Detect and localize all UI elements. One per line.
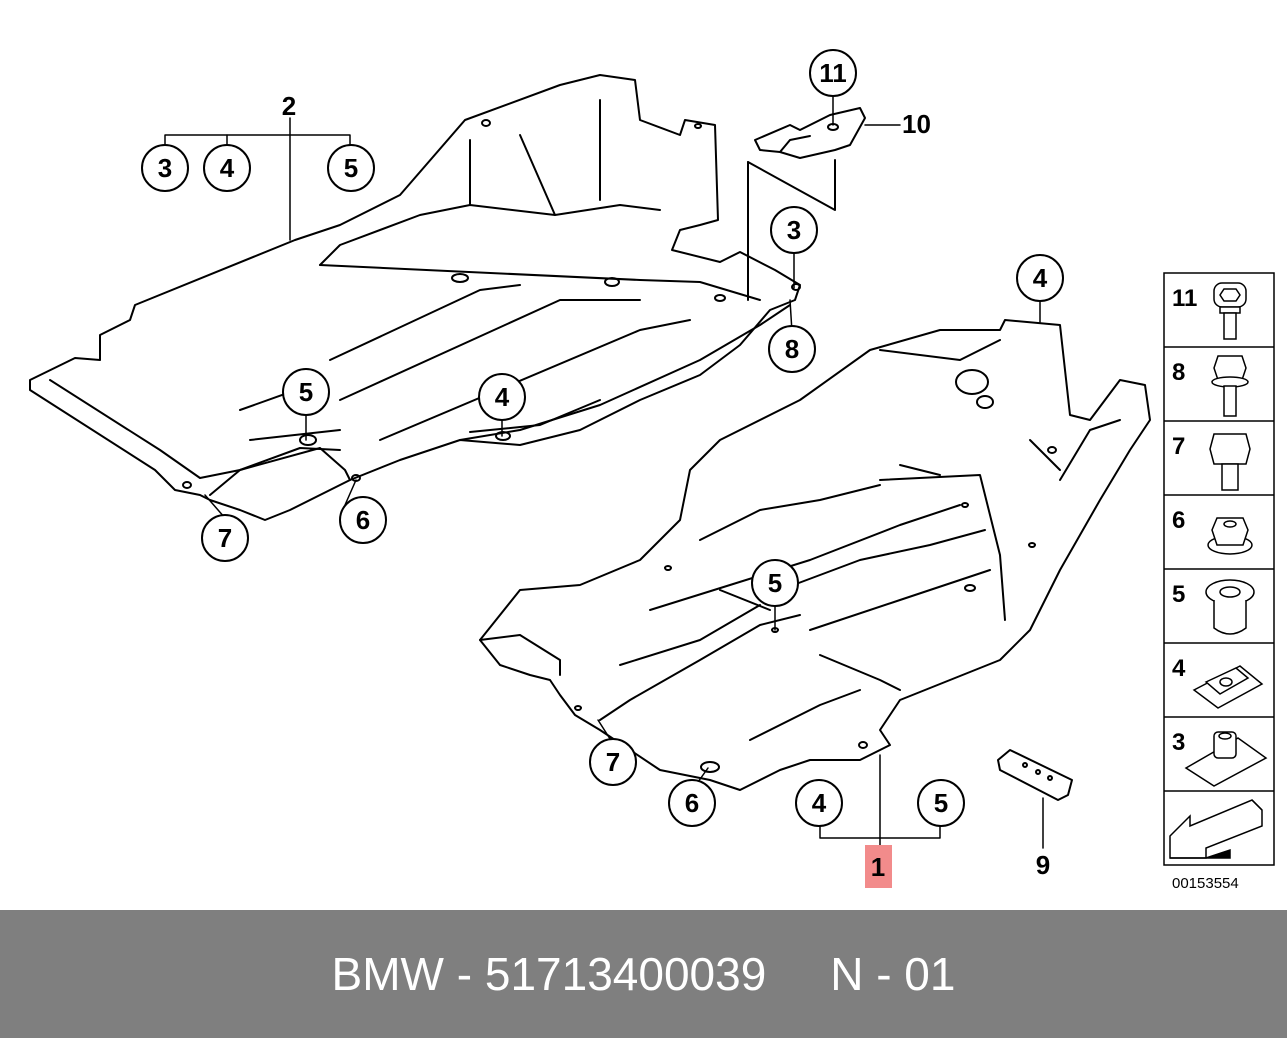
svg-text:6: 6 xyxy=(1172,507,1185,534)
callout-3-right: 3 xyxy=(770,206,818,254)
svg-text:4: 4 xyxy=(220,153,235,183)
legend-direction-arrow-icon xyxy=(1169,799,1263,859)
svg-text:5: 5 xyxy=(299,377,313,407)
grommet-icon xyxy=(1205,579,1255,635)
speed-nut-icon xyxy=(1192,665,1264,709)
legend-item-8: 8 xyxy=(1172,355,1249,417)
svg-text:4: 4 xyxy=(1033,263,1048,293)
callout-4-lower-top: 4 xyxy=(1016,254,1064,302)
svg-text:3: 3 xyxy=(158,153,172,183)
svg-text:4: 4 xyxy=(495,382,510,412)
svg-text:8: 8 xyxy=(785,334,799,364)
variant-code: N - 01 xyxy=(830,948,956,1000)
legend-item-11: 11 xyxy=(1172,282,1247,340)
document-number: 00153554 xyxy=(1172,875,1239,892)
legend-item-3: 3 xyxy=(1172,729,1268,787)
callout-7-lower: 7 xyxy=(589,738,637,786)
callout-5: 5 xyxy=(327,144,375,192)
callout-5-lower: 5 xyxy=(917,779,965,827)
separator: - xyxy=(443,948,485,1000)
bracket-part-10 xyxy=(747,107,866,301)
part-info-footer: BMW - 51713400039 N - 01 xyxy=(0,910,1287,1038)
svg-text:3: 3 xyxy=(787,215,801,245)
svg-text:6: 6 xyxy=(356,505,370,535)
callout-6-lower: 6 xyxy=(668,779,716,827)
callout-10: 10 xyxy=(902,109,931,139)
legend-item-5: 5 xyxy=(1172,579,1255,635)
part-number: 51713400039 xyxy=(484,948,767,1000)
svg-text:6: 6 xyxy=(685,788,699,818)
svg-text:3: 3 xyxy=(1172,729,1185,756)
callout-4: 4 xyxy=(203,144,251,192)
legend-item-6: 6 xyxy=(1172,507,1253,555)
svg-text:10: 10 xyxy=(902,109,931,139)
hex-socket-bolt-icon xyxy=(1213,282,1247,340)
svg-text:2: 2 xyxy=(282,91,296,121)
callout-1-highlighted[interactable]: 1 xyxy=(865,845,892,888)
svg-text:5: 5 xyxy=(344,153,358,183)
callout-5-upper-shield: 5 xyxy=(282,368,330,416)
callout-9: 9 xyxy=(1036,850,1050,880)
svg-text:5: 5 xyxy=(1172,581,1185,608)
callout-4-upper-shield: 4 xyxy=(478,373,526,421)
callout-7-upper: 7 xyxy=(201,514,249,562)
parts-diagram: 2 3 4 5 5 4 7 6 3 8 11 10 xyxy=(29,49,1275,892)
legend-item-7: 7 xyxy=(1172,433,1251,491)
hex-bolt-icon xyxy=(1209,433,1251,491)
callout-11: 11 xyxy=(809,49,857,97)
flange-nut-icon xyxy=(1207,517,1253,555)
svg-text:5: 5 xyxy=(934,788,948,818)
svg-text:7: 7 xyxy=(606,747,620,777)
callout-8: 8 xyxy=(768,325,816,373)
svg-text:4: 4 xyxy=(812,788,827,818)
spacer xyxy=(766,947,830,1001)
lower-underbody-shield xyxy=(479,319,1151,791)
callout-4-lower: 4 xyxy=(795,779,843,827)
svg-text:4: 4 xyxy=(1172,655,1186,682)
legend-item-4: 4 xyxy=(1172,655,1264,709)
callout-2: 2 xyxy=(282,91,296,121)
svg-text:5: 5 xyxy=(768,568,782,598)
hex-flange-bolt-icon xyxy=(1211,355,1249,417)
bracket-part-9 xyxy=(997,749,1073,801)
clip-nut-icon xyxy=(1184,731,1268,787)
svg-text:11: 11 xyxy=(1172,285,1197,312)
svg-text:7: 7 xyxy=(1172,433,1185,460)
svg-text:1: 1 xyxy=(871,852,885,882)
svg-text:9: 9 xyxy=(1036,850,1050,880)
brand-name: BMW xyxy=(331,948,444,1000)
svg-text:11: 11 xyxy=(819,58,847,88)
callout-5-lower-mid: 5 xyxy=(751,559,799,607)
callout-3: 3 xyxy=(141,144,189,192)
callout-6-upper: 6 xyxy=(339,496,387,544)
svg-text:7: 7 xyxy=(218,523,232,553)
upper-underbody-shield xyxy=(29,74,801,521)
svg-text:8: 8 xyxy=(1172,359,1185,386)
hardware-legend: 11 8 7 6 xyxy=(1163,272,1275,866)
